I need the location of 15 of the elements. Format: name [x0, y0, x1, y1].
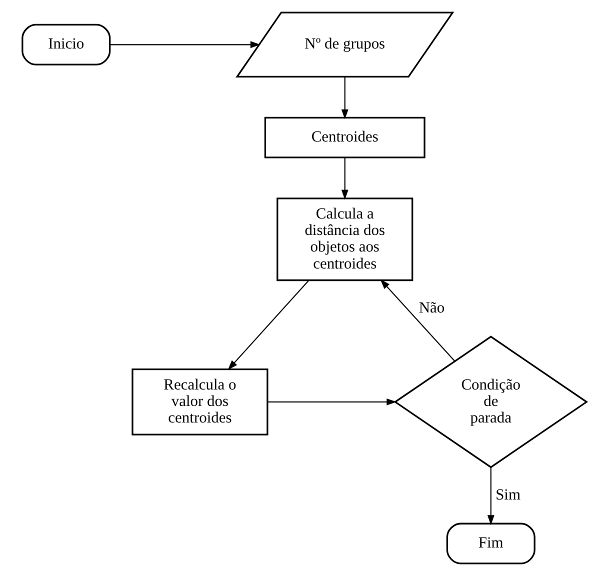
- arrow: [341, 158, 348, 200]
- node-box: Inicio: [22, 24, 111, 66]
- node-box: Recalcula o valor dos centroides: [132, 368, 268, 436]
- edge-label: Sim: [496, 486, 521, 504]
- node-box: Fim: [446, 522, 536, 564]
- arrow: [268, 398, 397, 406]
- arrow: [110, 41, 260, 48]
- node-box: Centroides: [264, 116, 426, 158]
- arrow: [341, 76, 348, 120]
- node-diamond: Condição de parada: [394, 336, 588, 468]
- arrow: [487, 467, 494, 526]
- node-box: Calcula a distância dos objetos aos centroides: [276, 198, 414, 282]
- arrow: [380, 279, 456, 362]
- edge-label: Não: [418, 300, 445, 317]
- arrow: [228, 280, 310, 370]
